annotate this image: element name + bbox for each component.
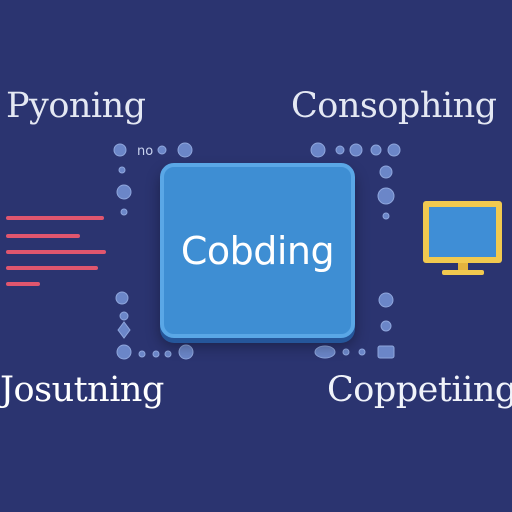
frame-dot-icon <box>335 145 345 155</box>
frame-dot-icon <box>164 350 172 358</box>
frame-dot-icon <box>370 144 382 156</box>
frame-dot-icon <box>377 187 395 205</box>
frame-dot-icon <box>113 143 127 157</box>
frame-dot-icon <box>119 311 129 321</box>
frame-dot-icon <box>138 350 146 358</box>
frame-dot-icon <box>118 166 126 174</box>
monitor-icon <box>423 201 502 275</box>
center-node: Cobding <box>160 163 355 338</box>
frame-dot-icon <box>115 291 129 305</box>
frame-dot-icon <box>116 344 132 360</box>
corner-label-bottom-left: Josutning <box>0 370 164 410</box>
corner-label-top-left: Pyoning <box>6 86 146 126</box>
frame-dot-icon <box>378 292 394 308</box>
corner-label-bottom-right: Coppetiing <box>327 370 512 410</box>
frame-dot-icon <box>178 344 194 360</box>
frame-dot-icon <box>379 165 393 179</box>
frame-dot-icon <box>349 143 363 157</box>
frame-dot-icon <box>310 142 326 158</box>
frame-dot-icon <box>152 350 160 358</box>
frame-dot-icon <box>382 212 390 220</box>
frame-dot-icon <box>358 348 366 356</box>
frame-dot-icon <box>120 208 128 216</box>
frame-glyph-icon: no <box>137 144 153 159</box>
frame-dot-icon <box>377 345 395 359</box>
icon-frame: no <box>113 142 401 360</box>
center-label: Cobding <box>180 228 335 273</box>
frame-dot-icon <box>380 320 392 332</box>
frame-dot-icon <box>157 145 167 155</box>
frame-dot-icon <box>177 142 193 158</box>
frame-dot-icon <box>387 143 401 157</box>
corner-label-top-right: Consophing <box>291 86 497 126</box>
leaf-icon <box>117 321 131 339</box>
frame-dot-icon <box>116 184 132 200</box>
frame-dot-icon <box>314 345 336 359</box>
code-lines-icon <box>6 216 106 286</box>
frame-dot-icon <box>342 348 350 356</box>
